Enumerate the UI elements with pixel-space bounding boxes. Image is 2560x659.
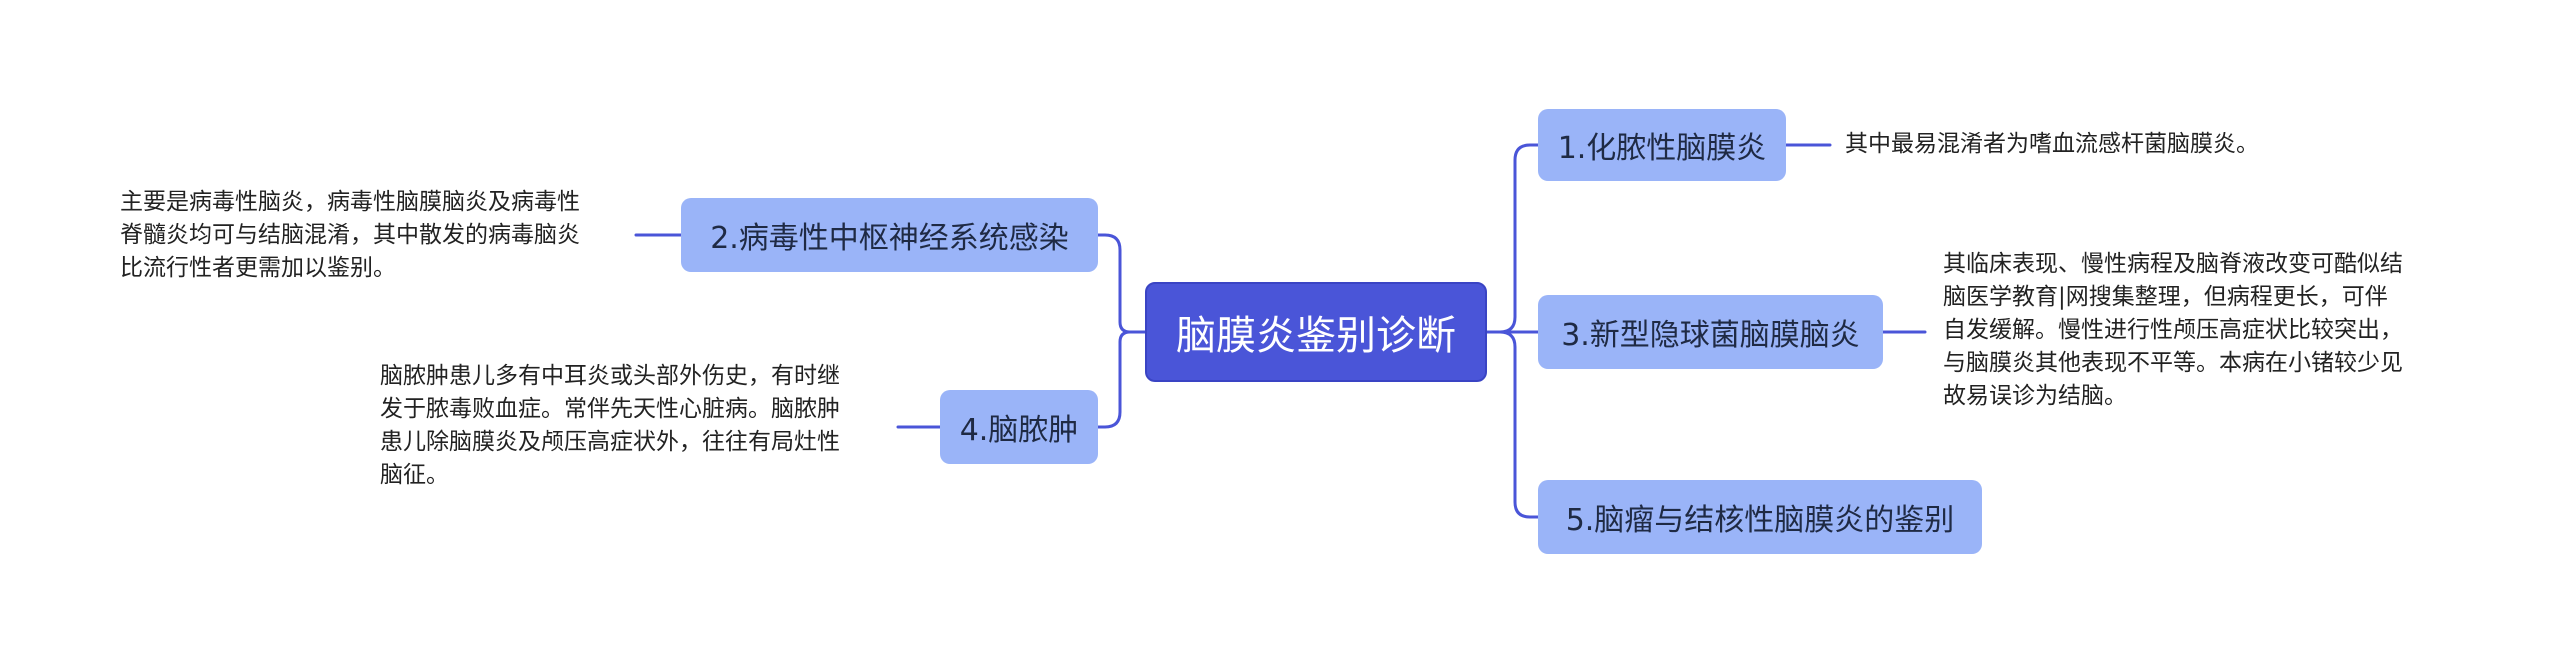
branch-node-5-label: 5.脑瘤与结核性脑膜炎的鉴别: [1565, 503, 1955, 538]
branch-note-1: 其中最易混淆者为嗜血流感杆菌脑膜炎。: [1845, 131, 2259, 157]
branch-node-5[interactable]: 5.脑瘤与结核性脑膜炎的鉴别: [1538, 480, 1982, 554]
connector-root-to-branch-2: [1096, 233, 1147, 334]
branch-note-3: 其临床表现、慢性病程及脑脊液改变可酷似结 脑医学教育|网搜集整理，但病程更长，可…: [1943, 251, 2403, 409]
branch-node-3[interactable]: 3.新型隐球菌脑膜脑炎: [1538, 295, 1883, 369]
branch-node-1[interactable]: 1.化脓性脑膜炎: [1538, 109, 1786, 181]
branch-node-4[interactable]: 4.脑脓肿: [940, 390, 1098, 464]
root-node-label: 脑膜炎鉴别诊断: [1176, 313, 1456, 359]
connector-root-to-branch-5: [1485, 330, 1540, 519]
root-node[interactable]: 脑膜炎鉴别诊断: [1145, 282, 1487, 382]
branch-node-2[interactable]: 2.病毒性中枢神经系统感染: [681, 198, 1098, 272]
branch-note-2: 主要是病毒性脑炎，病毒性脑膜脑炎及病毒性 脊髓炎均可与结脑混淆，其中散发的病毒脑…: [120, 189, 580, 281]
branch-node-1-label: 1.化脓性脑膜炎: [1557, 131, 1767, 166]
branch-node-3-label: 3.新型隐球菌脑膜脑炎: [1561, 318, 1860, 353]
connector-root-to-branch-1: [1485, 143, 1540, 334]
branch-node-2-label: 2.病毒性中枢神经系统感染: [710, 221, 1069, 256]
branch-node-4-label: 4.脑脓肿: [959, 413, 1079, 448]
branch-note-4: 脑脓肿患儿多有中耳炎或头部外伤史，有时继 发于脓毒败血症。常伴先天性心脏病。脑脓…: [380, 363, 840, 488]
connector-root-to-branch-4: [1096, 330, 1147, 429]
